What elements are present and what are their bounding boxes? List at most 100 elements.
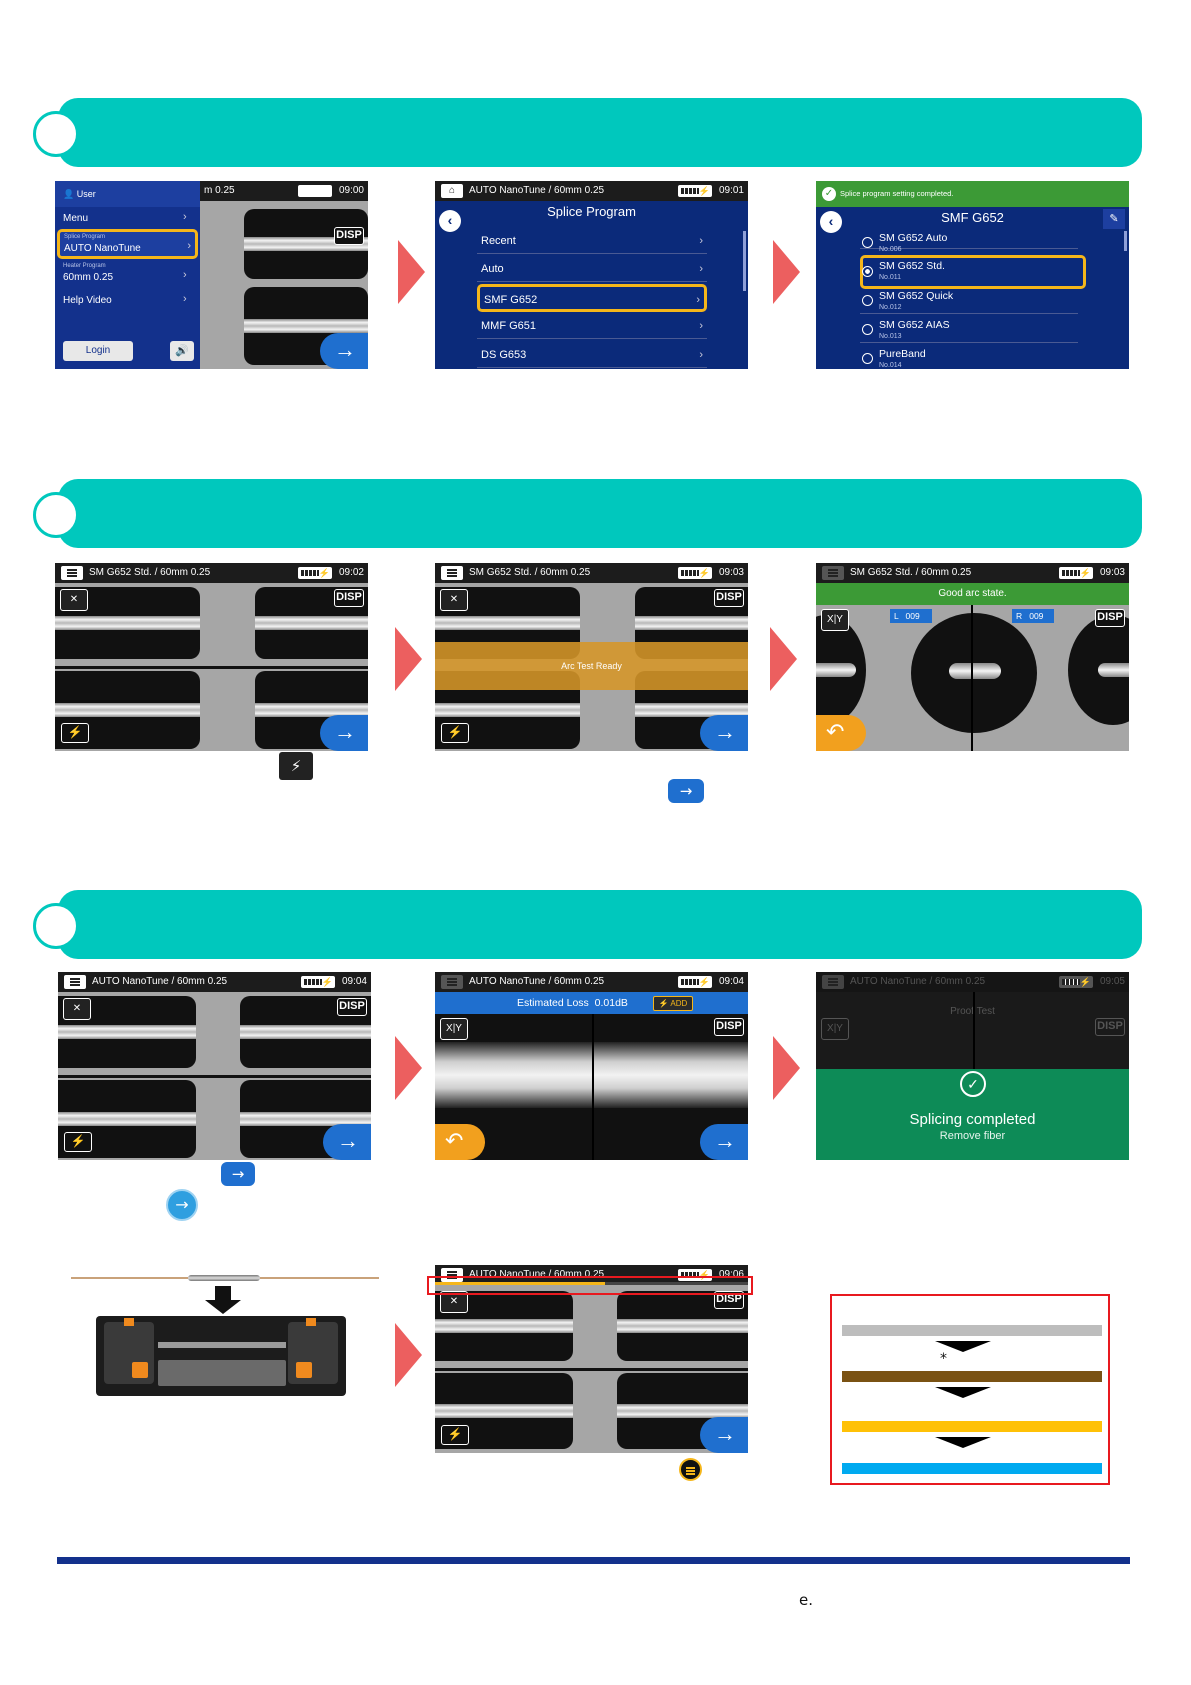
battery-icon	[1059, 563, 1093, 583]
menu-icon[interactable]	[441, 1268, 463, 1282]
heater-program-item[interactable]: 60mm 0.25	[63, 272, 114, 283]
clock: 09:01	[718, 185, 744, 196]
back-icon[interactable]: ‹	[820, 211, 842, 233]
list-item-selected[interactable]: SMF G652	[477, 284, 707, 313]
heater-program-label: Heater Program	[63, 263, 106, 269]
next-button[interactable]: →	[323, 1124, 371, 1160]
clock: 09:06	[718, 1269, 744, 1280]
disp-button[interactable]: DISP	[337, 998, 367, 1016]
next-button[interactable]: →	[700, 1124, 748, 1160]
splice-program-value: AUTO NanoTune	[64, 243, 141, 254]
back-icon[interactable]: ‹	[439, 210, 461, 232]
selected-program-highlight[interactable]	[860, 255, 1086, 289]
home-icon[interactable]: ⌂	[441, 184, 463, 198]
legend-bar-gray	[842, 1325, 1102, 1336]
list-item[interactable]: MMF G651	[477, 313, 707, 339]
program-number: No.011	[879, 274, 902, 281]
step-arrow	[773, 1036, 800, 1100]
scrollbar[interactable]	[743, 231, 746, 291]
arc-state-status: Good arc state.	[816, 583, 1129, 605]
heater-icon	[679, 1458, 702, 1481]
radio-button[interactable]	[862, 237, 873, 248]
clock: 09:04	[341, 976, 367, 987]
menu-icon[interactable]	[822, 566, 844, 580]
menu-icon[interactable]	[441, 975, 463, 989]
battery-icon	[298, 185, 332, 197]
radio-button[interactable]	[862, 353, 873, 364]
xy-icon[interactable]: ✕	[440, 589, 468, 611]
menu-icon[interactable]	[61, 566, 83, 580]
next-button[interactable]: →	[320, 333, 368, 369]
notification-banner: ✓ Splice program setting completed.	[816, 181, 1129, 207]
chevron-right-icon: ›	[187, 240, 191, 252]
completion-title: Splicing completed	[909, 1111, 1036, 1128]
battery-icon	[678, 563, 712, 583]
fiber-placement-photo	[70, 1259, 380, 1396]
next-button[interactable]: →	[700, 715, 748, 751]
step-arrow	[773, 240, 800, 304]
list-item[interactable]: Auto	[477, 256, 707, 282]
program-name: SM G652 Std.	[879, 260, 945, 272]
scrollbar[interactable]	[1124, 231, 1127, 251]
back-button[interactable]: ↶	[435, 1124, 485, 1160]
next-icon: →	[668, 779, 704, 803]
back-button[interactable]: ↶	[816, 715, 866, 751]
xy-icon[interactable]: ✕	[440, 1291, 468, 1313]
header-text: AUTO NanoTune / 60mm 0.25	[469, 1269, 605, 1280]
legend-pointer	[935, 1387, 991, 1398]
check-circle-icon: ✓	[960, 1071, 986, 1097]
disp-button[interactable]: DISP	[334, 589, 364, 607]
header-text: AUTO NanoTune / 60mm 0.25	[92, 976, 228, 987]
battery-icon	[678, 1265, 712, 1285]
estimated-loss-bar: Estimated Loss 0.01dB	[435, 992, 748, 1014]
xy-button[interactable]: X|Y	[821, 609, 849, 631]
header-text: SM G652 Std. / 60mm 0.25	[469, 567, 591, 578]
program-number: No.012	[879, 304, 902, 311]
disp-button[interactable]: DISP	[714, 1018, 744, 1036]
banner-text: Splice program setting completed.	[840, 189, 954, 198]
arc-icon[interactable]: ⚡	[61, 723, 89, 743]
xy-icon[interactable]: ✕	[63, 998, 91, 1020]
volume-icon[interactable]: 🔊	[170, 341, 194, 361]
next-button[interactable]: →	[700, 1417, 748, 1453]
section-3-marker	[33, 903, 79, 949]
step-arrow	[770, 627, 797, 691]
xy-button[interactable]: X|Y	[440, 1018, 468, 1040]
list-item[interactable]: Recent	[477, 228, 707, 254]
next-button[interactable]: →	[320, 715, 368, 751]
xy-button: X|Y	[821, 1018, 849, 1040]
loss-value: 0.01dB	[594, 997, 628, 1009]
menu-icon[interactable]	[441, 566, 463, 580]
radio-button-selected[interactable]	[862, 266, 873, 277]
xy-icon[interactable]: ✕	[60, 589, 88, 611]
arc-icon[interactable]: ⚡	[441, 1425, 469, 1445]
login-button[interactable]: Login	[63, 341, 133, 361]
arc-icon[interactable]: ⚡	[441, 723, 469, 743]
disp-button[interactable]: DISP	[714, 589, 744, 607]
section-3-band	[58, 890, 1142, 959]
asterisk: *	[940, 1351, 947, 1367]
disp-button[interactable]: DISP	[1095, 609, 1125, 627]
add-button[interactable]: ⚡ ADD	[653, 996, 693, 1011]
radio-button[interactable]	[862, 324, 873, 335]
arc-icon[interactable]: ⚡	[64, 1132, 92, 1152]
list-item[interactable]: DS G653	[477, 342, 707, 368]
menu-icon[interactable]	[64, 975, 86, 989]
help-video-item[interactable]: Help Video	[63, 295, 112, 306]
menu-icon	[822, 975, 844, 989]
user-icon: 👤	[63, 189, 75, 199]
radio-button[interactable]	[862, 295, 873, 306]
chevron-right-icon: ›	[183, 293, 187, 305]
disp-button[interactable]: DISP	[334, 227, 364, 245]
disp-button[interactable]: DISP	[714, 1291, 744, 1309]
menu-item[interactable]: Menu	[63, 213, 89, 224]
edit-icon[interactable]: ✎	[1103, 209, 1125, 229]
arc-icon: ⚡	[279, 752, 313, 780]
next-icon: →	[221, 1162, 255, 1186]
splice-program-item[interactable]: Splice Program AUTO NanoTune ›	[57, 229, 198, 259]
